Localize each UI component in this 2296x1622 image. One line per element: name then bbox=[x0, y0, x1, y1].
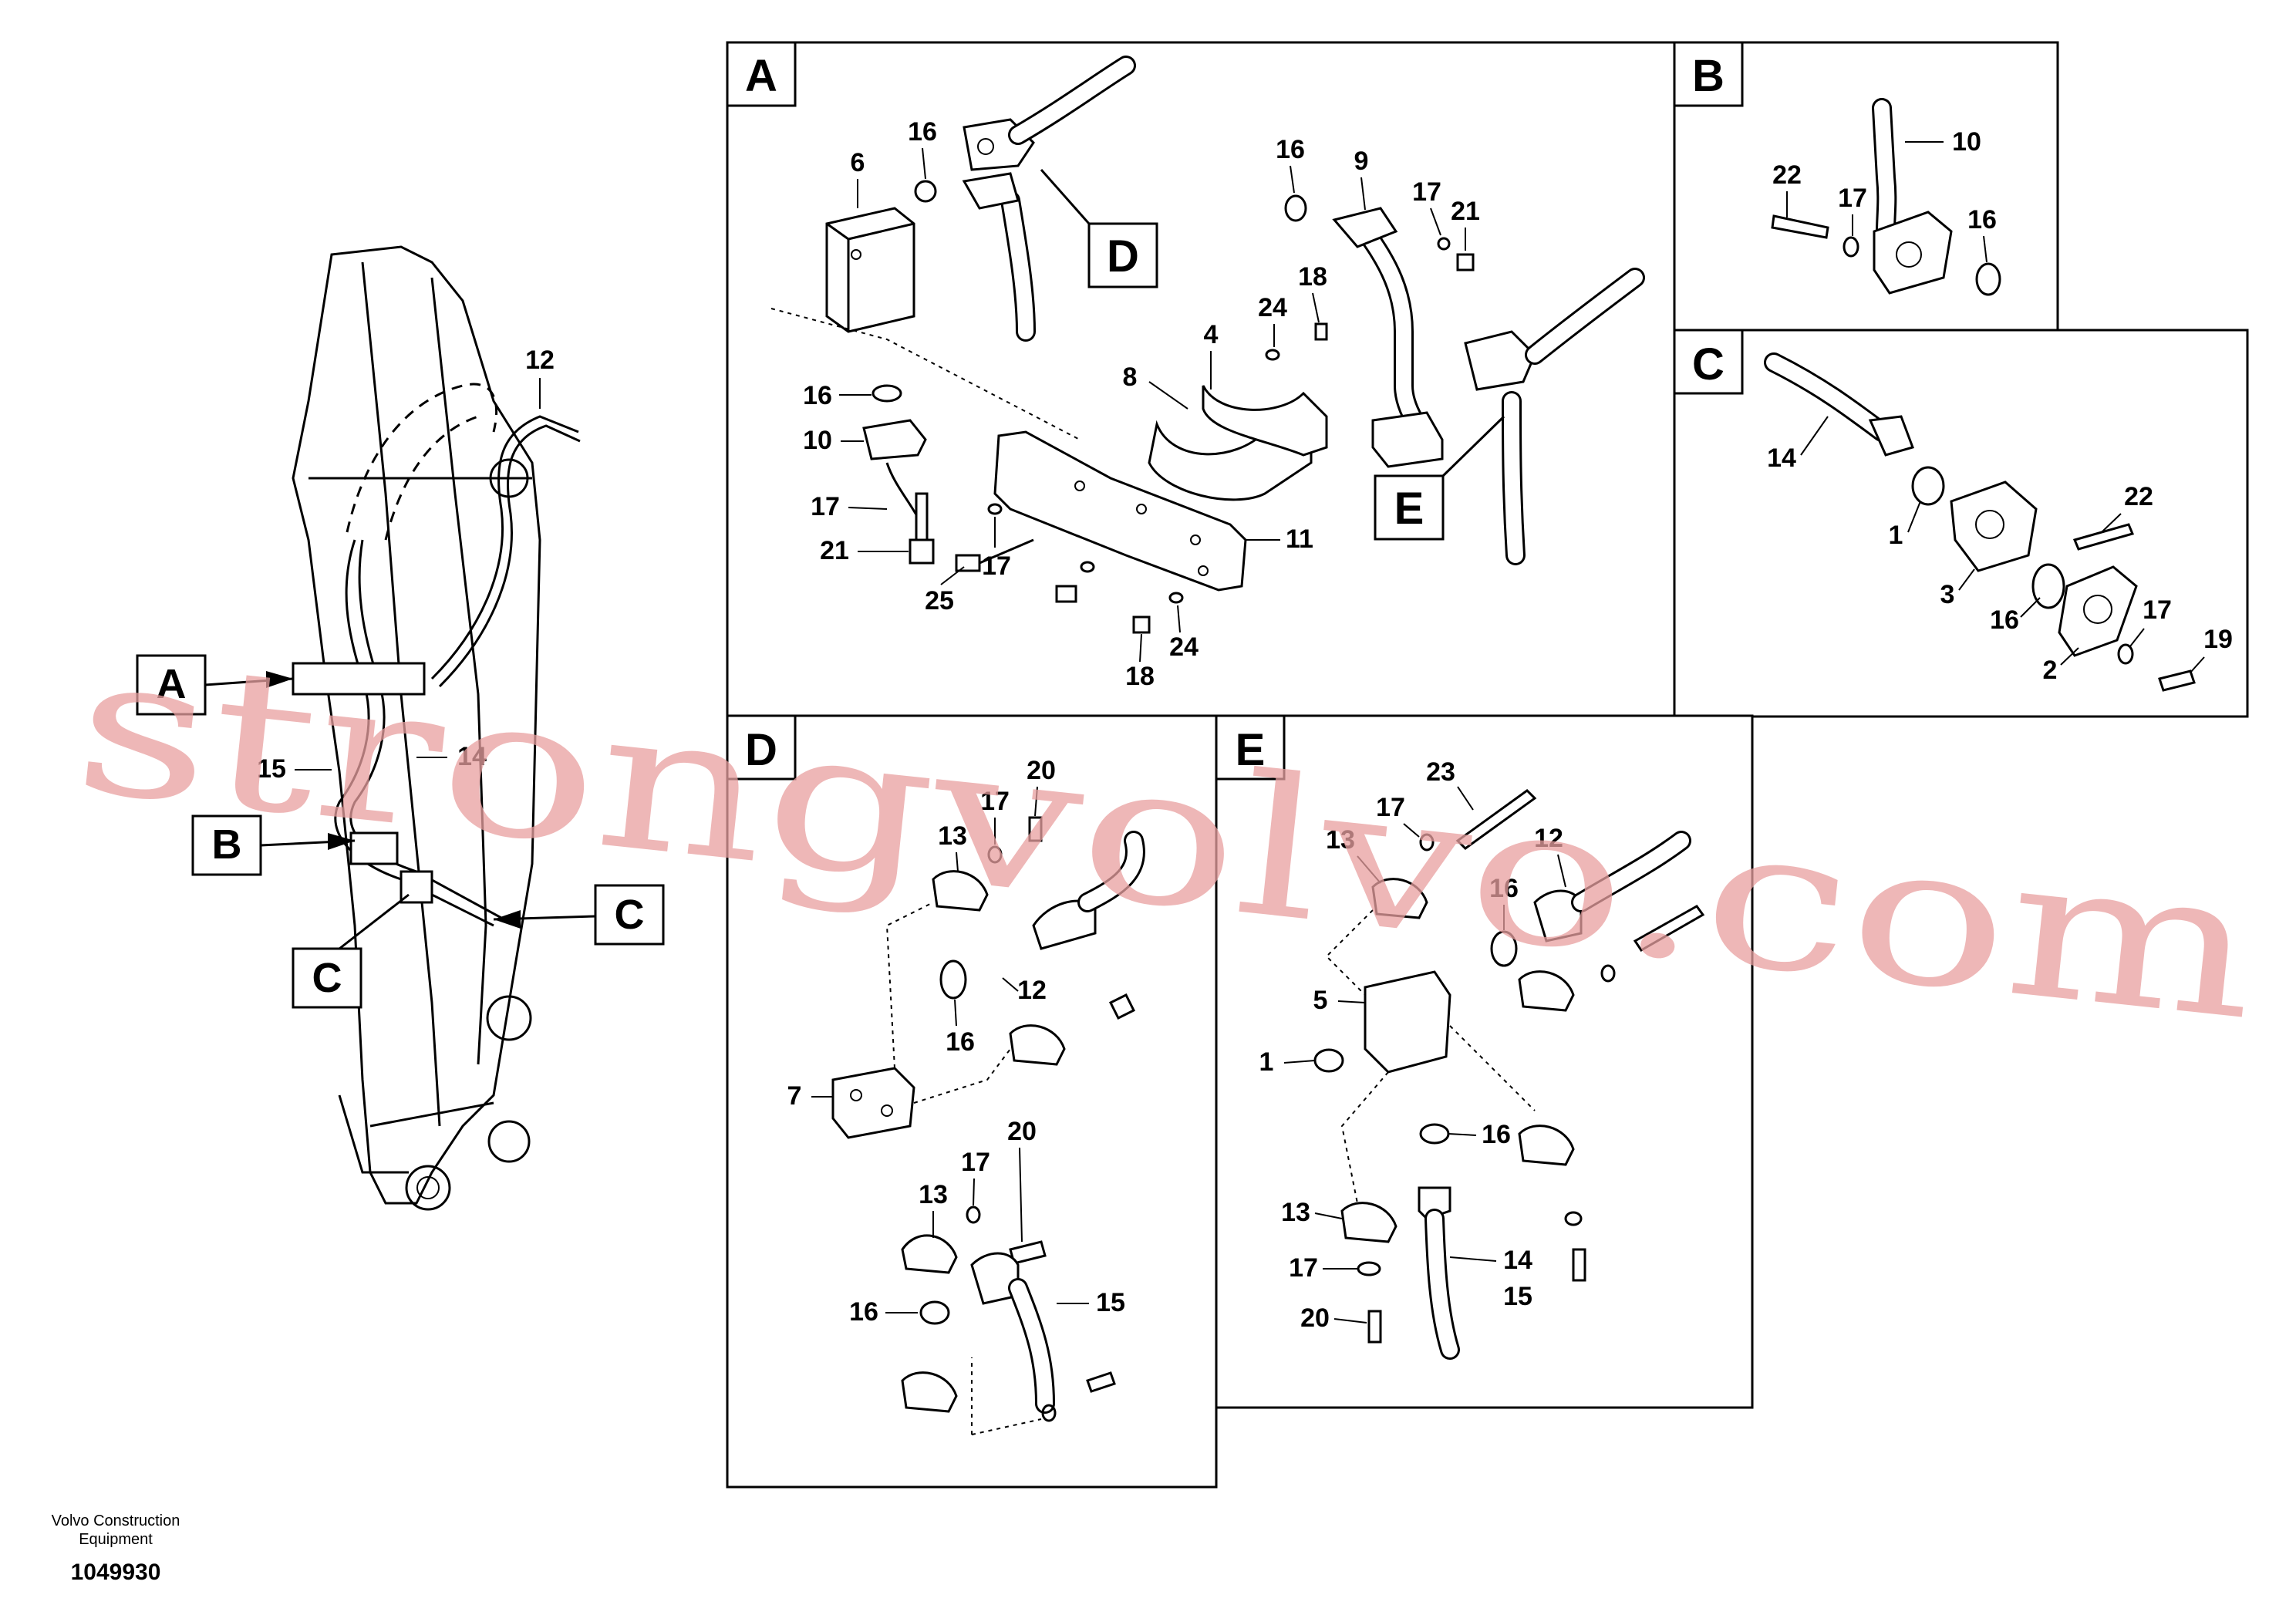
callout-label: 15 bbox=[257, 754, 286, 784]
view-tag: C bbox=[615, 892, 645, 938]
callout-label: 16 bbox=[908, 117, 937, 147]
panel-tag: D bbox=[745, 725, 777, 775]
boom-overview bbox=[292, 245, 581, 1211]
callout-label: 14 bbox=[457, 742, 487, 771]
callout-label: 24 bbox=[1169, 632, 1199, 662]
callout-label: 13 bbox=[938, 821, 967, 851]
callout-label: 16 bbox=[1482, 1120, 1511, 1149]
callout-label: 17 bbox=[1838, 184, 1867, 213]
callout-label: 25 bbox=[925, 586, 954, 615]
callout-label: 13 bbox=[919, 1180, 948, 1209]
panel-b: B 10 22 17 16 bbox=[1673, 41, 2059, 332]
callout-label: 12 bbox=[1017, 976, 1047, 1005]
callout-label: 9 bbox=[1354, 147, 1369, 176]
callout-label: 22 bbox=[2124, 482, 2153, 511]
view-tag: C bbox=[312, 955, 342, 1001]
callout-label: 17 bbox=[1376, 793, 1405, 822]
subview-tag: E bbox=[1394, 484, 1424, 534]
panel-tag: C bbox=[1692, 339, 1725, 389]
callout-label: 7 bbox=[787, 1081, 802, 1111]
callout-label: 13 bbox=[1326, 825, 1355, 855]
panel-a: A D E bbox=[726, 41, 1676, 717]
callout-label: 10 bbox=[1952, 127, 1981, 157]
callout-label: 2 bbox=[2043, 656, 2058, 685]
company-name-line2: Equipment bbox=[79, 1531, 153, 1548]
callout-label: 15 bbox=[1096, 1288, 1125, 1317]
callout-label: 16 bbox=[803, 381, 832, 410]
subview-tag: D bbox=[1107, 231, 1139, 282]
callout-label: 13 bbox=[1281, 1198, 1310, 1227]
callout-label: 16 bbox=[1489, 874, 1519, 903]
callout-label: 6 bbox=[851, 148, 865, 177]
callout-label: 20 bbox=[1300, 1303, 1330, 1333]
callout-label: 17 bbox=[1412, 177, 1441, 207]
callout-label: 19 bbox=[2203, 625, 2233, 654]
callout-label: 20 bbox=[1027, 756, 1056, 785]
callout-label: 21 bbox=[1451, 197, 1480, 226]
callout-label: 15 bbox=[1503, 1282, 1532, 1311]
callout-label: 17 bbox=[1289, 1253, 1318, 1283]
callout-label: 20 bbox=[1007, 1117, 1037, 1146]
overview-view-tags: A B C C bbox=[136, 654, 665, 1009]
callout-label: 8 bbox=[1123, 363, 1138, 392]
callout-label: 14 bbox=[1767, 443, 1796, 473]
callout-label: 24 bbox=[1258, 293, 1287, 322]
view-tag: A bbox=[157, 661, 187, 707]
callout-label: 16 bbox=[1967, 205, 1997, 234]
callout-label: 21 bbox=[820, 536, 849, 565]
callout-label: 23 bbox=[1426, 757, 1455, 787]
callout-label: 17 bbox=[982, 551, 1011, 581]
drawing-number: 1049930 bbox=[71, 1560, 161, 1585]
callout-label: 12 bbox=[525, 346, 555, 375]
callout-label: 5 bbox=[1313, 986, 1328, 1015]
panel-d: D 20 17 13 12 16 7 bbox=[726, 714, 1218, 1489]
view-tag: B bbox=[212, 821, 242, 868]
callout-label: 22 bbox=[1772, 160, 1802, 190]
callout-label: 18 bbox=[1298, 262, 1327, 292]
callout-label: 11 bbox=[1286, 524, 1313, 554]
callout-label: 10 bbox=[803, 426, 832, 455]
callout-label: 18 bbox=[1125, 662, 1155, 691]
panel-c: C 14 22 1 3 16 17 19 2 bbox=[1673, 329, 2249, 718]
callout-label: 16 bbox=[946, 1027, 975, 1057]
callout-label: 1 bbox=[1259, 1047, 1274, 1077]
callout-label: 12 bbox=[1534, 824, 1563, 853]
callout-label: 1 bbox=[1889, 521, 1903, 550]
footer: Volvo Construction Equipment 1049930 bbox=[52, 1512, 180, 1585]
company-name-line1: Volvo Construction bbox=[52, 1512, 180, 1529]
panel-tag: E bbox=[1236, 725, 1266, 775]
callout-label: 14 bbox=[1503, 1246, 1532, 1275]
callout-label: 16 bbox=[1990, 605, 2019, 635]
callout-label: 17 bbox=[961, 1148, 990, 1177]
panel-tag: B bbox=[1692, 51, 1725, 101]
callout-label: 17 bbox=[980, 787, 1010, 816]
callout-label: 16 bbox=[1276, 135, 1305, 164]
callout-label: 17 bbox=[811, 492, 840, 521]
callout-label: 3 bbox=[1940, 580, 1955, 609]
panel-e: E 23 17 12 13 16 5 bbox=[1215, 714, 1754, 1409]
callout-label: 17 bbox=[2143, 595, 2172, 625]
callout-label: 16 bbox=[849, 1297, 878, 1327]
callout-label: 4 bbox=[1204, 320, 1219, 349]
panel-tag: A bbox=[745, 51, 777, 101]
overview-callouts: 12 14 15 bbox=[257, 346, 555, 784]
